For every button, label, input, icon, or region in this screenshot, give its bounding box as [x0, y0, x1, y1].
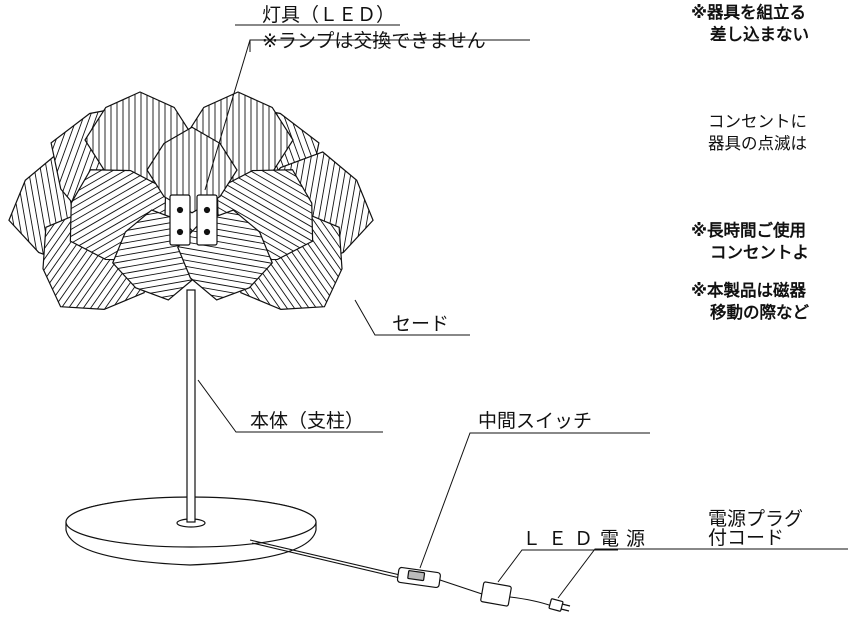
- led-fixture: [169, 194, 218, 246]
- label-power: ＬＥＤ電源: [522, 528, 653, 550]
- note-magnetic-1: ※本製品は磁器: [691, 281, 807, 300]
- plug: [548, 598, 571, 612]
- note-assembly-2: 差し込まない: [710, 25, 809, 44]
- inline-switch: [396, 566, 441, 589]
- leader-body: [197, 379, 383, 433]
- leader-shade: [354, 299, 470, 336]
- note-longuse-2: コンセントよ: [710, 243, 809, 262]
- leader-lines: [197, 24, 848, 599]
- lamp-shade: [8, 91, 374, 311]
- label-shade: セード: [392, 313, 450, 335]
- label-plug-line2: 付コード: [708, 527, 785, 549]
- label-body: 本体（支柱）: [250, 410, 365, 432]
- leader-plug: [557, 548, 848, 599]
- note-longuse-1: ※長時間ご使用: [691, 221, 807, 240]
- label-switch: 中間スイッチ: [478, 410, 593, 432]
- led-power-supply: [480, 581, 512, 607]
- label-lamp: 灯具（ＬＥＤ）: [262, 4, 396, 26]
- note-assembly-1: ※器具を組立る: [691, 3, 807, 22]
- note-magnetic-2: 移動の際など: [710, 303, 809, 322]
- label-lamp-note: ※ランプは交換できません: [262, 30, 486, 52]
- note-outlet-2: 器具の点滅は: [708, 134, 807, 153]
- label-plug-line1: 電源プラグ: [708, 508, 804, 530]
- note-outlet-1: コンセントに: [708, 112, 807, 131]
- leader-power: [497, 549, 618, 583]
- leader-switch: [419, 432, 650, 569]
- pole: [186, 289, 196, 523]
